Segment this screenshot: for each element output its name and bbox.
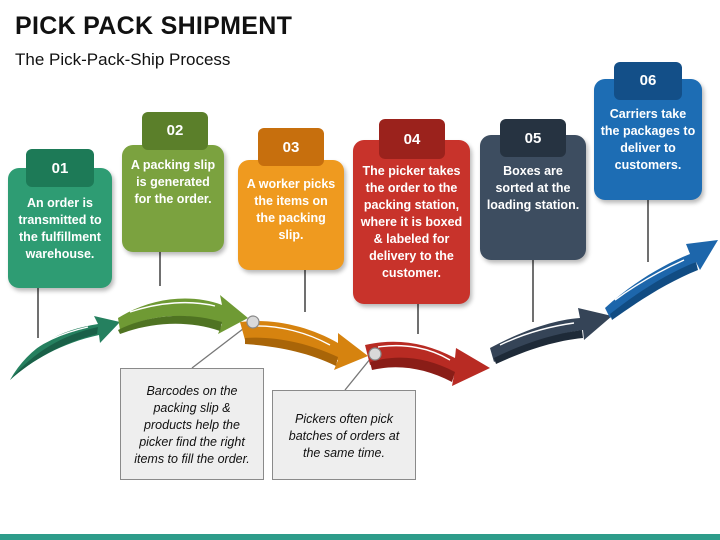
arrow-3 [240, 321, 368, 370]
arrow-4 [365, 341, 490, 386]
bottom-accent-bar [0, 534, 720, 540]
step-06-tab: 06 [614, 62, 682, 100]
step-06-number: 06 [639, 72, 657, 89]
step-01-text: An order is transmitted to the fulfillme… [18, 196, 102, 261]
note-pointer-dot-2 [368, 347, 382, 361]
note-barcodes-text: Barcodes on the packing slip & products … [134, 384, 250, 466]
note-batches: Pickers often pick batches of orders at … [272, 390, 416, 480]
page-subtitle: The Pick-Pack-Ship Process [15, 50, 231, 69]
note-batches-text: Pickers often pick batches of orders at … [288, 412, 400, 460]
arrow-1 [10, 316, 120, 380]
step-01-number: 01 [51, 160, 69, 177]
step-02-card: A packing slip is generated for the orde… [122, 145, 224, 252]
step-05-number: 05 [524, 130, 542, 147]
step-03-number: 03 [282, 139, 300, 156]
step-04-text: The picker takes the order to the packin… [360, 164, 463, 280]
step-04-tab: 04 [379, 119, 445, 159]
step-05-text: Boxes are sorted at the loading station. [486, 164, 580, 212]
step-05-tab: 05 [500, 119, 566, 157]
note-pointer-1 [191, 321, 253, 369]
step-01-tab: 01 [26, 149, 94, 187]
step-06-text: Carriers take the packages to deliver to… [600, 107, 696, 172]
step-04-number: 04 [403, 131, 421, 148]
step-04-card: The picker takes the order to the packin… [353, 140, 470, 304]
step-03-card: A worker picks the items on the packing … [238, 160, 344, 270]
step-02-tab: 02 [142, 112, 208, 150]
step-03-text: A worker picks the items on the packing … [246, 177, 336, 242]
page-title: PICK PACK SHIPMENT [15, 12, 293, 40]
note-barcodes: Barcodes on the packing slip & products … [120, 368, 264, 480]
step-02-text: A packing slip is generated for the orde… [130, 158, 216, 206]
arrow-6 [605, 240, 718, 320]
arrow-2 [118, 295, 248, 334]
arrow-5 [490, 308, 612, 364]
step-03-tab: 03 [258, 128, 324, 166]
note-pointer-dot-1 [246, 315, 260, 329]
step-02-number: 02 [166, 122, 184, 139]
step-01-card: An order is transmitted to the fulfillme… [8, 168, 112, 288]
